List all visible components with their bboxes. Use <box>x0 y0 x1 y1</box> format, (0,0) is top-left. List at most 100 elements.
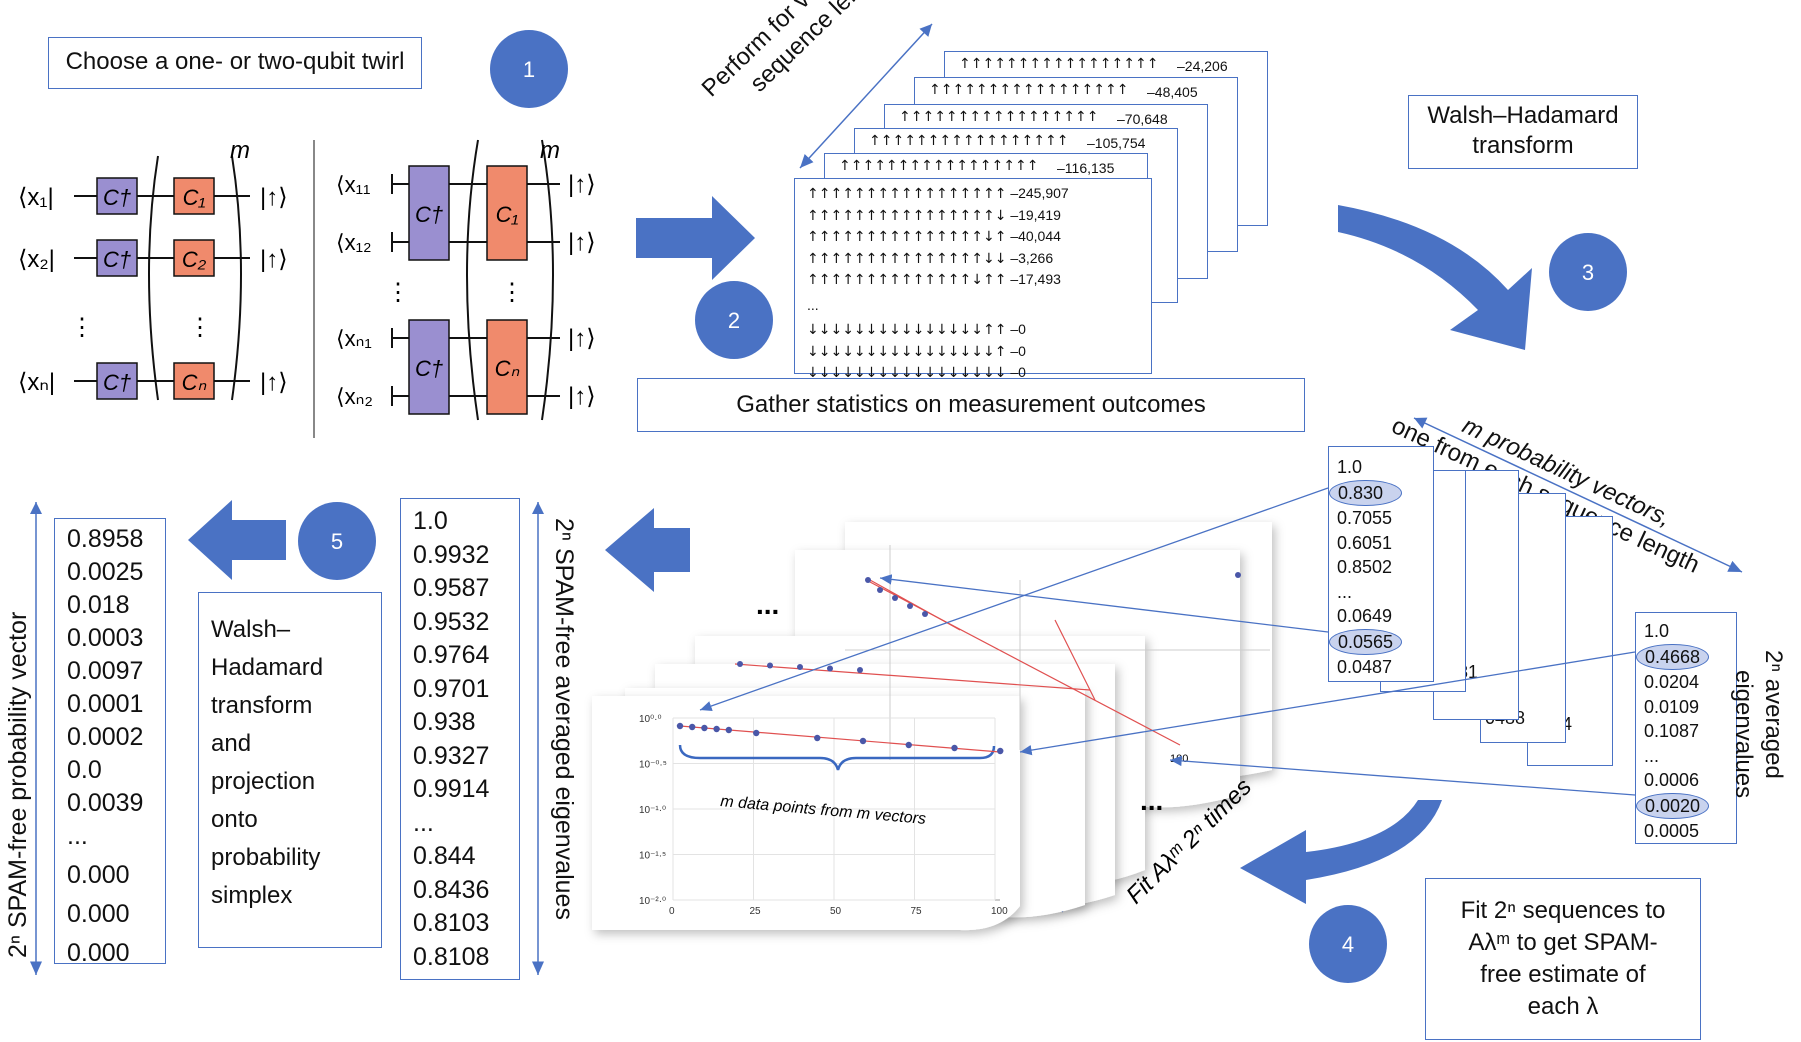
gate-c1 <box>173 177 215 215</box>
front-row: ↑↑↑↑↑↑↑↑↑↑↑↑↑↑↑↑↑ –245,907 <box>807 185 1069 202</box>
gate-c-dagger-n-label: C† <box>103 370 131 395</box>
vdots-single-1: ⋮ <box>70 314 94 341</box>
arrow-prob-vectors <box>1413 417 1743 573</box>
averaged-eigenvalues-values: 1.0 0.4668 0.0204 0.0109 0.1087 ... 0.00… <box>1636 619 1710 844</box>
sfe-value: ... <box>413 808 434 837</box>
ket-two-4: |↑⟩ <box>568 383 596 410</box>
gate-c-dagger-1-label: C† <box>103 185 131 210</box>
bra-x1: ⟨x₁| <box>18 184 54 211</box>
vdots-single-2: ⋮ <box>188 314 212 341</box>
exponent-m-2: m <box>540 137 560 164</box>
p-value: 0.018 <box>67 591 130 619</box>
step-3-number: 3 <box>1582 260 1594 285</box>
bra-xn2: ⟨xₙ₂ <box>336 384 373 409</box>
pv-value: 0.0487 <box>1337 657 1393 677</box>
p-value: ... <box>67 822 88 850</box>
spam-free-eigenvalues-values: 1.0 0.9932 0.9587 0.9532 0.9764 0.9701 0… <box>413 505 489 974</box>
ev-value: 0.1087 <box>1644 721 1700 741</box>
fit-sequences-box: Fit 2ⁿ sequences to Aλᵐ to get SPAM- fre… <box>1425 878 1701 1040</box>
sfe-value: 0.8108 <box>413 942 490 971</box>
arrow-curve-step3 <box>1338 205 1532 350</box>
sheet-3-count: –70,648 <box>1117 111 1168 127</box>
sfe-value: 0.9932 <box>413 540 490 569</box>
gate-two-c1 <box>486 165 528 261</box>
sheet-4-arrows: ↑↑↑↑↑↑↑↑↑↑↑↑↑↑↑↑↑ <box>929 82 1129 98</box>
pv-value: 1.0 <box>1337 457 1363 477</box>
prob-vector-front-values: 1.0 0.830 0.7055 0.6051 0.8502 ... 0.064… <box>1329 455 1403 680</box>
probability-vector-label: 2ⁿ SPAM-free probability vector <box>4 611 32 958</box>
step-1-circle: 1 <box>490 30 568 108</box>
sheet-3-arrows: ↑↑↑↑↑↑↑↑↑↑↑↑↑↑↑↑↑ <box>899 109 1099 125</box>
step-2-number: 2 <box>728 308 740 333</box>
gate-c-dagger-n <box>96 362 138 400</box>
prob-vector-front: 1.0 0.830 0.7055 0.6051 0.8502 ... 0.064… <box>1328 446 1434 682</box>
circuit-single-gates: C† C† C† C₁ C₂ Cₙ ⟨x₁| ⟨x₂| ⟨xₙ| |↑⟩ |↑⟩… <box>18 137 288 400</box>
ket-two-1: |↑⟩ <box>568 171 596 198</box>
p-value: 0.0097 <box>67 657 144 685</box>
sheet-5-count: –24,206 <box>1177 58 1228 74</box>
spam-free-eigenvalues-box: 1.0 0.9932 0.9587 0.9532 0.9764 0.9701 0… <box>400 498 520 980</box>
gate-c-dagger-1 <box>96 177 138 215</box>
gate-two-c1-label: C₁ <box>496 202 519 227</box>
sheet-2-arrows: ↑↑↑↑↑↑↑↑↑↑↑↑↑↑↑↑↑ <box>869 133 1069 149</box>
averaged-eigenvalues-label: 2ⁿ averaged eigenvalues <box>1728 650 1788 798</box>
bra-x11: ⟨x₁₁ <box>336 172 370 197</box>
gate-c2-label: C₂ <box>182 247 207 272</box>
gate-c2 <box>173 239 215 277</box>
step-5-circle: 5 <box>298 502 376 580</box>
sfe-value: 0.9701 <box>413 674 490 703</box>
probability-vector-values: 0.8958 0.0025 0.018 0.0003 0.0097 0.0001… <box>67 523 143 970</box>
gate-c1-label: C₁ <box>183 185 206 210</box>
measurement-sheet-front: ↑↑↑↑↑↑↑↑↑↑↑↑↑↑↑↑↑ –245,907 ↑↑↑↑↑↑↑↑↑↑↑↑↑… <box>794 178 1152 381</box>
gate-c-dagger-2 <box>96 239 138 277</box>
walsh-hadamard-box: Walsh–Hadamard transform <box>1408 95 1638 169</box>
gate-two-cn-label: Cₙ <box>495 356 520 381</box>
arrow-sequence-lengths <box>799 23 933 169</box>
step-2-circle: 2 <box>695 281 773 359</box>
gate-cn <box>173 362 215 400</box>
p-value: 0.0003 <box>67 624 144 652</box>
fit-sequences-line-2: Aλᵐ to get SPAM- <box>1468 929 1658 956</box>
bra-xn1: ⟨xₙ₁ <box>336 326 372 351</box>
gate-c-dagger-2-label: C† <box>103 247 131 272</box>
step-4-circle: 4 <box>1309 905 1387 983</box>
sfe-value: 0.938 <box>413 708 476 736</box>
pv-value: 0.0649 <box>1337 606 1393 626</box>
arrow-left-block-2 <box>188 500 286 580</box>
sfe-value: 0.844 <box>413 842 476 870</box>
averaged-eigenvalues-box: 1.0 0.4668 0.0204 0.0109 0.1087 ... 0.00… <box>1635 612 1737 844</box>
fit-sequences-line-1: Fit 2ⁿ sequences to <box>1460 897 1666 924</box>
sfe-value: 0.9532 <box>413 607 490 636</box>
gate-two-c-dagger-n <box>408 319 450 415</box>
probability-vector-box: 0.8958 0.0025 0.018 0.0003 0.0097 0.0001… <box>54 518 166 967</box>
ket-up-1: |↑⟩ <box>260 184 288 211</box>
front-row: ↑↑↑↑↑↑↑↑↑↑↑↑↑↑↑↑↓ –19,419 <box>807 206 1061 224</box>
step-3-circle: 3 <box>1549 233 1627 311</box>
p-value: 0.000 <box>67 861 130 889</box>
arrow-right-block <box>636 196 755 280</box>
ev-value: 0.0109 <box>1644 696 1700 717</box>
sfe-value: 0.8436 <box>413 875 490 904</box>
ev-value-highlight: 0.4668 <box>1636 643 1710 670</box>
ev-value: ... <box>1644 745 1660 766</box>
twirl-choice-label: Choose a one- or two-qubit twirl <box>65 48 405 75</box>
front-row: ↑↑↑↑↑↑↑↑↑↑↑↑↑↑↓↑↑ –17,493 <box>807 271 1061 288</box>
sfe-value: 0.9587 <box>413 574 490 602</box>
front-row: ↓↓↓↓↓↓↓↓↓↓↓↓↓↓↓↓↓ –0 <box>807 364 1026 381</box>
twirl-choice-box: Choose a one- or two-qubit twirl <box>48 37 422 89</box>
front-row: ↓↓↓↓↓↓↓↓↓↓↓↓↓↓↓↑↑ –0 <box>807 321 1026 338</box>
walsh-hadamard-line-2: transform <box>1472 132 1574 159</box>
pv-value: 0.7055 <box>1337 508 1393 528</box>
circuit-two-gates: C† C† C₁ Cₙ ⟨x₁₁ ⟨x₁₂ ⟨xₙ₁ ⟨xₙ₂ |↑⟩ |↑⟩ … <box>336 137 596 415</box>
front-sheet-rows: ↑↑↑↑↑↑↑↑↑↑↑↑↑↑↑↑↑ –245,907 ↑↑↑↑↑↑↑↑↑↑↑↑↑… <box>807 183 1069 384</box>
ev-value-highlight: 0.0020 <box>1636 792 1710 819</box>
walsh-hadamard-line-1: Walsh–Hadamard <box>1427 102 1619 129</box>
sfe-value: 0.9764 <box>413 641 490 669</box>
pv-value-highlight: 0.830 <box>1329 479 1403 506</box>
ket-up-2: |↑⟩ <box>260 246 288 273</box>
pv-value: 0.8502 <box>1337 557 1393 577</box>
sheet-4-count: –48,405 <box>1147 84 1198 100</box>
gate-cn-label: Cₙ <box>182 370 207 395</box>
